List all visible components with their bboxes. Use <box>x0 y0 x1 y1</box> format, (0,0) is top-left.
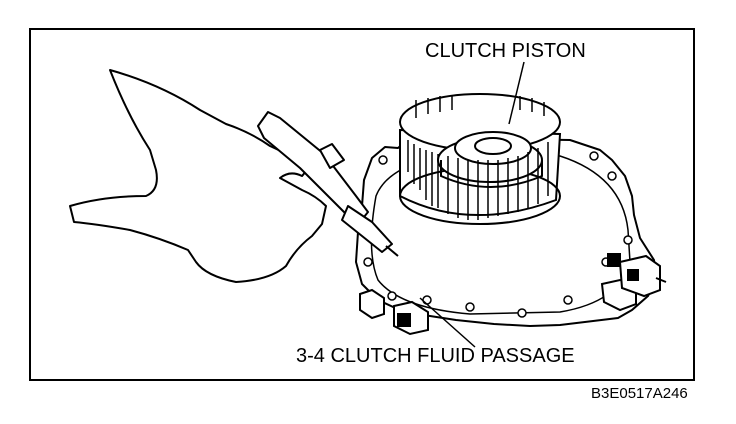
air-nozzle-tool <box>257 111 399 257</box>
case-lower-bosses <box>359 253 667 336</box>
clutch-piston-label: CLUTCH PISTON <box>425 40 586 62</box>
figure-code-label: B3E0517A246 <box>591 385 688 402</box>
clutch-piston-leader <box>508 61 525 125</box>
clutch-piston-drum <box>399 93 562 225</box>
fluid-passage-leader <box>419 297 476 348</box>
drum-spline-teeth <box>407 95 549 220</box>
flange-bolt-holes <box>363 151 633 318</box>
fluid-passage-label: 3-4 CLUTCH FLUID PASSAGE <box>296 345 575 367</box>
leader-lines <box>419 61 525 348</box>
